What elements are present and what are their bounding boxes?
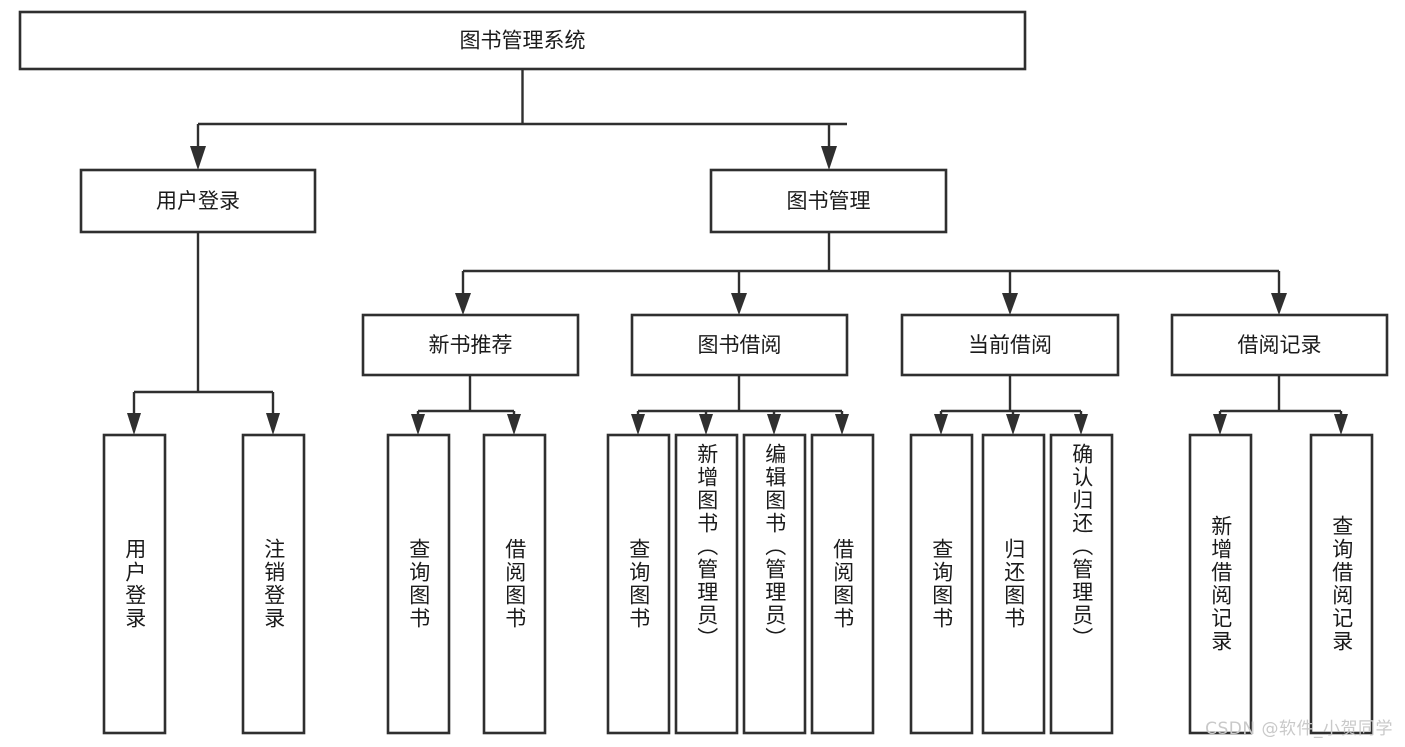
- arrow-head-book-borrow: [731, 293, 747, 315]
- connectors-newbook-to-leaves: [411, 375, 521, 435]
- connectors-currentborrow-to-leaves: [934, 375, 1088, 435]
- arrow-head-leaf-add-book: [699, 414, 713, 435]
- watermark: CSDN @软件_小贺同学: [1205, 719, 1393, 739]
- connectors-bookmgmt-to-level3: [455, 232, 1287, 315]
- node-leaf-borrow-books-rec-box[interactable]: [482, 433, 547, 735]
- connectors-bookborrow-to-leaves: [631, 375, 849, 435]
- arrow-head-current-borrow: [1002, 293, 1018, 315]
- node-leaf-return-book-box[interactable]: [981, 433, 1046, 735]
- node-current-borrow-box[interactable]: [900, 313, 1120, 377]
- node-book-management-label: 图书管理: [787, 189, 871, 213]
- node-leaf-borrow-book-box[interactable]: [810, 433, 875, 735]
- leaf-boxes: [102, 433, 1374, 735]
- arrow-head-user-login: [190, 146, 206, 170]
- arrow-head-leaf-query-record: [1334, 414, 1348, 435]
- node-book-borrow[interactable]: 图书借阅: [630, 313, 849, 377]
- arrow-head-leaf-query-books-borrow: [631, 414, 645, 435]
- node-borrow-records[interactable]: 借阅记录: [1170, 313, 1389, 377]
- node-leaf-query-books-borrow-box[interactable]: [606, 433, 671, 735]
- node-leaf-add-book-box[interactable]: [674, 433, 739, 735]
- arrow-head-leaf-return-book: [1006, 414, 1020, 435]
- node-root[interactable]: 图书管理系统: [18, 10, 1027, 71]
- arrow-head-leaf-edit-book: [767, 414, 781, 435]
- node-leaf-edit-book-box[interactable]: [742, 433, 807, 735]
- node-leaf-logout-box[interactable]: [241, 433, 306, 735]
- node-new-book-recommend-box[interactable]: [361, 313, 580, 377]
- node-new-book-recommend[interactable]: 新书推荐: [361, 313, 580, 377]
- node-book-management-box[interactable]: [709, 168, 948, 234]
- node-new-book-recommend-label: 新书推荐: [429, 333, 513, 357]
- node-leaf-add-record-box[interactable]: [1188, 433, 1253, 735]
- arrow-head-leaf-confirm-return: [1074, 414, 1088, 435]
- arrow-head-leaf-borrow-books-rec: [507, 414, 521, 435]
- arrow-head-book-management: [821, 146, 837, 170]
- arrow-head-borrow-records: [1271, 293, 1287, 315]
- node-book-borrow-label: 图书借阅: [698, 333, 782, 357]
- node-user-login-label: 用户登录: [156, 189, 240, 213]
- node-leaf-confirm-return-box[interactable]: [1049, 433, 1114, 735]
- arrow-head-leaf-logout: [266, 413, 280, 435]
- arrow-head-leaf-user-login: [127, 413, 141, 435]
- connectors-borrowrecords-to-leaves: [1213, 375, 1348, 435]
- arrow-head-new-book-recommend: [455, 293, 471, 315]
- node-root-label: 图书管理系统: [460, 29, 586, 53]
- arrow-head-leaf-query-books-rec: [411, 414, 425, 435]
- node-leaf-user-login-box[interactable]: [102, 433, 167, 735]
- node-leaf-query-books-rec-box[interactable]: [386, 433, 451, 735]
- node-leaf-query-record-box[interactable]: [1309, 433, 1374, 735]
- arrow-head-leaf-query-books-current: [934, 414, 948, 435]
- node-book-management[interactable]: 图书管理: [709, 168, 948, 234]
- node-leaf-query-books-current-box[interactable]: [909, 433, 974, 735]
- connectors-root-to-level2: [190, 69, 847, 170]
- node-user-login-box[interactable]: [79, 168, 317, 234]
- node-user-login[interactable]: 用户登录: [79, 168, 317, 234]
- node-current-borrow[interactable]: 当前借阅: [900, 313, 1120, 377]
- node-borrow-records-label: 借阅记录: [1238, 333, 1322, 357]
- node-current-borrow-label: 当前借阅: [968, 333, 1052, 357]
- arrow-head-leaf-add-record: [1213, 414, 1227, 435]
- connectors-userlogin-to-leaves: [127, 232, 280, 435]
- arrow-head-leaf-borrow-book: [835, 414, 849, 435]
- node-root-box[interactable]: [18, 10, 1027, 71]
- node-book-borrow-box[interactable]: [630, 313, 849, 377]
- node-borrow-records-box[interactable]: [1170, 313, 1389, 377]
